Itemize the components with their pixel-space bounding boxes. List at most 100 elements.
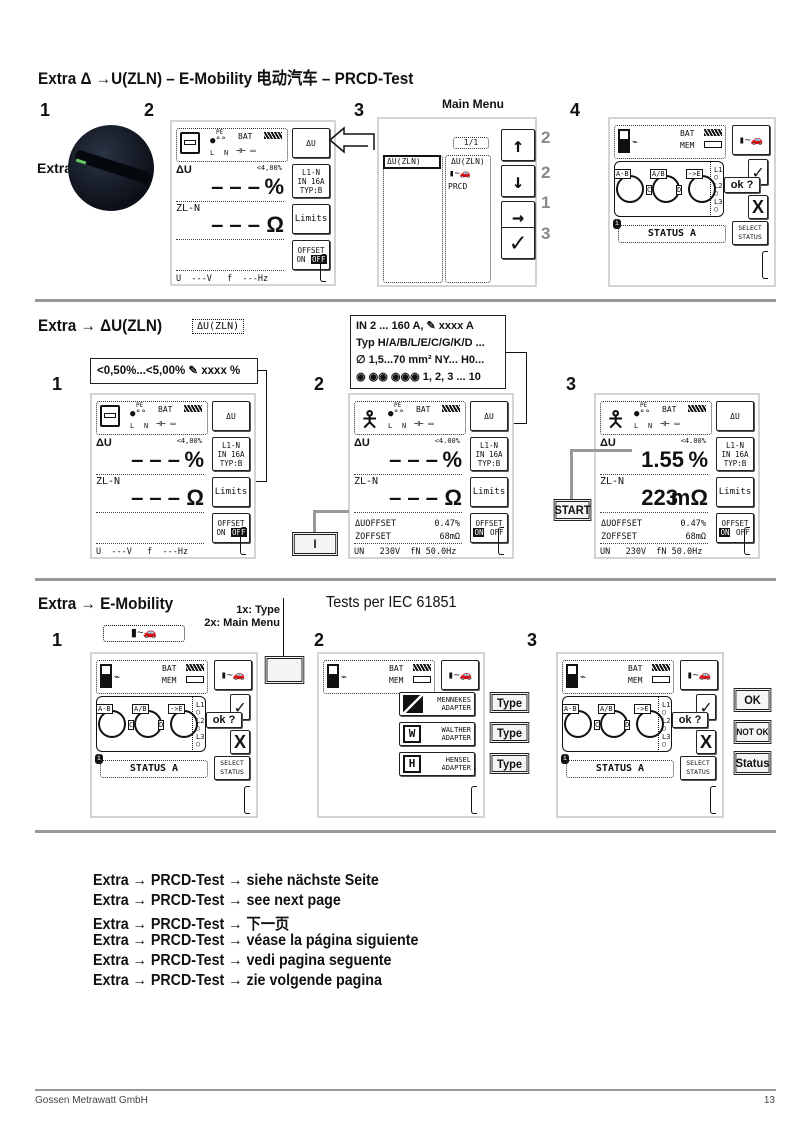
e-mobility-button[interactable]: ▮~🚗 <box>441 660 479 690</box>
limits-label: Limits <box>718 486 752 497</box>
pe-label: PE <box>640 402 648 409</box>
cross-button[interactable]: X <box>696 730 716 754</box>
l-label: L <box>634 422 639 430</box>
function-button[interactable]: ΔU <box>212 401 250 431</box>
delta-u-value: 1.55 <box>641 447 684 472</box>
bat-label: BAT <box>238 132 253 141</box>
up-button[interactable]: ↑ <box>501 129 535 161</box>
status-header <box>354 401 466 435</box>
status-button[interactable]: Status <box>733 751 772 775</box>
phase-label: L2 <box>662 717 671 725</box>
parameter-line: TYP:B <box>299 185 323 195</box>
function-button[interactable]: ΔU <box>470 401 508 431</box>
prcd-line: Extra → PRCD-Test → see next page <box>93 892 341 909</box>
offset-label: ΔUOFFSET <box>355 519 396 529</box>
n-label: N <box>402 422 407 430</box>
callout-line: IN 2 ... 160 A, ✎ xxxx A <box>356 320 474 332</box>
switch-position-label: A/B <box>650 169 667 179</box>
scroll-bracket <box>244 786 250 814</box>
voltage-frequency-readout: UN 230V fN 50.0Hz <box>354 547 457 557</box>
l-label: L <box>388 422 393 430</box>
confirm-button[interactable]: ✓ <box>501 227 535 259</box>
battery-icon <box>413 664 431 671</box>
type-button[interactable]: Type <box>489 753 530 774</box>
offset-toggle[interactable]: OFFSET ON OFF <box>292 240 330 270</box>
status-header <box>323 660 435 694</box>
menu-item-prcd[interactable]: PRCD <box>448 182 468 191</box>
callout-line: ∅ 1,5...70 mm² NY... H0... <box>356 354 485 366</box>
menu-item-selected[interactable]: ΔU(ZLN) <box>383 155 441 169</box>
cross-button[interactable]: X <box>230 730 250 754</box>
e-mobility-button[interactable]: ▮~🚗 <box>214 660 252 690</box>
type-button[interactable]: Type <box>489 692 530 713</box>
delta-u-limit: <4.00% <box>680 437 706 445</box>
key-i-button[interactable]: I <box>292 532 338 556</box>
divider <box>35 830 776 833</box>
plug-icon: ⌁ <box>580 672 587 683</box>
phase-indicator: L1○ <box>714 166 723 181</box>
delta-u-label: ΔU <box>176 164 192 176</box>
step-number: 2 <box>144 100 155 120</box>
limits-button[interactable]: Limits <box>716 477 754 507</box>
parameter-line: IN 16A <box>297 176 325 186</box>
status-display: STATUS A <box>566 760 674 778</box>
ok-question-button[interactable]: ok ? <box>724 177 760 193</box>
menu-item-delta-u[interactable]: ΔU(ZLN) <box>451 157 485 166</box>
prcd-line: Extra → PRCD-Test → siehe nächste Seite <box>93 872 379 889</box>
limits-button[interactable]: Limits <box>470 477 508 507</box>
ok-question-button[interactable]: ok ? <box>672 712 708 728</box>
step-hint: 2 <box>541 163 551 182</box>
socket-d-label: D <box>676 185 683 195</box>
parameter-line: IN 16A <box>217 449 245 459</box>
memory-icon <box>186 676 204 683</box>
ok-question-button[interactable]: ok ? <box>206 712 242 728</box>
rotary-knob[interactable] <box>68 125 154 211</box>
limits-label: Limits <box>214 486 248 497</box>
e-mobility-icon[interactable]: ▮~🚗 <box>449 169 472 179</box>
ok-question-label: ok ? <box>730 178 754 191</box>
adapter-name: WALTHER <box>441 726 471 734</box>
scroll-bracket <box>471 786 477 814</box>
divider <box>35 578 776 581</box>
cross-button[interactable]: X <box>748 195 768 219</box>
not-ok-button[interactable]: NOT OK <box>733 720 772 744</box>
start-button[interactable]: START <box>553 499 592 521</box>
e-mobility-button[interactable]: ▮~🚗 <box>680 660 718 690</box>
down-button[interactable]: ↓ <box>501 165 535 197</box>
delta-u-limit: <4,00% <box>256 164 282 172</box>
ok-button[interactable]: OK <box>733 688 772 712</box>
limits-button[interactable]: Limits <box>292 204 330 234</box>
function-button[interactable]: ΔU <box>292 128 330 158</box>
phase-indicator: L3○ <box>662 733 671 748</box>
ok-question-label: ok ? <box>212 713 236 726</box>
rotary-switch-icon <box>688 175 716 203</box>
function-button-label: ΔU <box>226 411 236 421</box>
memory-icon <box>652 676 670 683</box>
parameter-callout: IN 2 ... 160 A, ✎ xxxx A Typ H/A/B/L/E/C… <box>350 315 506 389</box>
blank-key-button[interactable] <box>264 656 305 684</box>
limits-button[interactable]: Limits <box>212 477 250 507</box>
limits-label: Limits <box>472 486 506 497</box>
offset-label: OFFSET <box>297 246 325 255</box>
z-unit: Ω <box>444 485 462 510</box>
rotary-switch-icon <box>616 175 644 203</box>
mem-label: MEM <box>680 141 695 150</box>
switch-panel <box>614 161 724 217</box>
divider <box>600 474 708 475</box>
e-mobility-button[interactable]: ▮~🚗 <box>732 125 770 155</box>
rcd-icon <box>180 132 200 154</box>
function-button[interactable]: ΔU <box>716 401 754 431</box>
phase-indicator: L3○ <box>196 733 205 748</box>
person-icon: 🯅 <box>606 408 626 433</box>
type-button[interactable]: Type <box>489 722 530 743</box>
